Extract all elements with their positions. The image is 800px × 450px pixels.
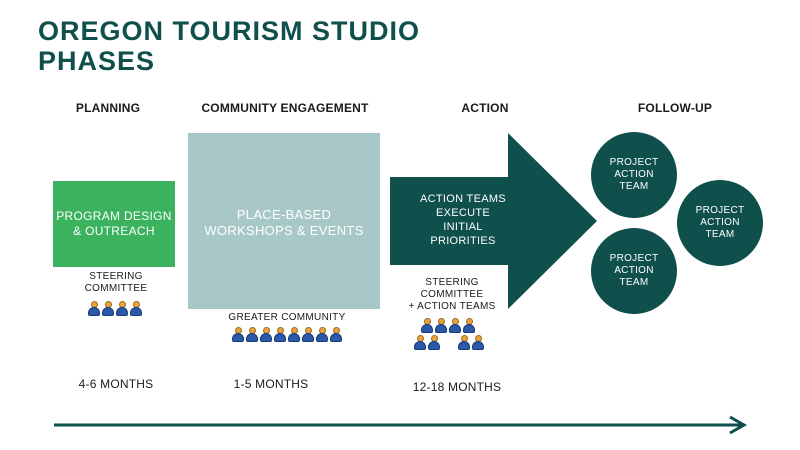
person-icon [463, 318, 475, 333]
project-action-team-circle-2: PROJECT ACTION TEAM [677, 180, 763, 266]
person-icon [302, 327, 314, 342]
page-title: OREGON TOURISM STUDIO PHASES [38, 16, 420, 76]
phase-label-action: ACTION [461, 101, 509, 115]
person-icon [421, 318, 433, 333]
title-line-2: PHASES [38, 46, 156, 76]
planning-box: PROGRAM DESIGN & OUTREACH [53, 181, 175, 267]
phase-label-follow-up: FOLLOW-UP [637, 101, 713, 115]
person-icon [472, 335, 484, 350]
greater-community-label: GREATER COMMUNITY [228, 312, 346, 323]
person-icon [232, 327, 244, 342]
person-icon [260, 327, 272, 342]
person-icon [288, 327, 300, 342]
person-icon [130, 301, 142, 316]
project-action-team-circle-3: PROJECT ACTION TEAM [591, 228, 677, 314]
person-icon [116, 301, 128, 316]
engagement-duration: 1-5 MONTHS [233, 377, 309, 391]
action-people-group-top [421, 318, 475, 333]
timeline-arrow [54, 415, 748, 435]
planning-people-group [88, 301, 142, 316]
person-icon [246, 327, 258, 342]
project-action-team-circle-1: PROJECT ACTION TEAM [591, 132, 677, 218]
action-people-group-bottom-left [414, 335, 440, 350]
person-icon [102, 301, 114, 316]
action-people-group-bottom-right [458, 335, 484, 350]
person-icon [330, 327, 342, 342]
engagement-box-label: PLACE-BASED WORKSHOPS & EVENTS [204, 207, 364, 238]
action-arrow [390, 133, 597, 309]
person-icon [435, 318, 447, 333]
person-icon [428, 335, 440, 350]
phase-label-planning: PLANNING [75, 101, 141, 115]
person-icon [274, 327, 286, 342]
person-icon [88, 301, 100, 316]
person-icon [449, 318, 461, 333]
person-icon [316, 327, 328, 342]
action-duration: 12-18 MONTHS [412, 380, 502, 394]
title-line-1: OREGON TOURISM STUDIO [38, 16, 421, 46]
steering-committee-label: STEERING COMMITTEE [84, 271, 148, 294]
community-people-group [232, 327, 342, 342]
phase-label-community-engagement: COMMUNITY ENGAGEMENT [201, 101, 369, 115]
action-arrow-label: ACTION TEAMS EXECUTE INITIAL PRIORITIES [420, 193, 506, 247]
planning-duration: 4-6 MONTHS [78, 377, 154, 391]
steering-action-teams-label: STEERING COMMITTEE + ACTION TEAMS [408, 277, 496, 312]
person-icon [414, 335, 426, 350]
person-icon [458, 335, 470, 350]
engagement-box [188, 133, 380, 309]
